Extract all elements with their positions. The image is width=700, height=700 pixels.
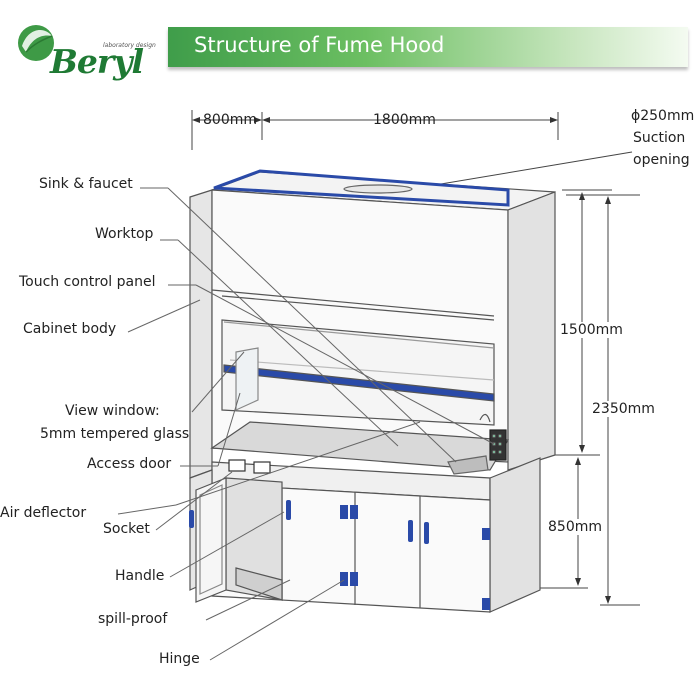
- label-sink-faucet: Sink & faucet: [39, 176, 133, 192]
- label-touch-control-panel: Touch control panel: [19, 274, 156, 290]
- total-height-dimension: 2350mm: [592, 401, 655, 417]
- page-title: Structure of Fume Hood: [194, 33, 445, 57]
- logo-wordmark: Beryl: [50, 42, 144, 81]
- suction-diameter: ϕ250mm: [631, 108, 695, 124]
- label-view-window-line2: 5mm tempered glass: [40, 426, 190, 442]
- label-spill-proof: spill-proof: [98, 611, 168, 627]
- label-cabinet-body: Cabinet body: [23, 321, 117, 337]
- lower-height-dimension: 850mm: [548, 519, 602, 535]
- leader-lines: [117, 187, 495, 661]
- beryl-logo: laboratory design Beryl: [14, 18, 164, 81]
- logo-leaf-icon: [18, 25, 54, 61]
- suction-label-1: Suction: [633, 130, 686, 146]
- label-worktop: Worktop: [95, 226, 154, 242]
- label-handle: Handle: [115, 568, 165, 584]
- title-banner: Structure of Fume Hood: [168, 27, 688, 67]
- upper-height-dimension: 1500mm: [560, 322, 623, 338]
- lower-cabinet: [189, 457, 541, 613]
- suction-label-2: opening: [633, 152, 690, 168]
- depth-dimension: 800mm: [203, 112, 257, 128]
- logo-tagline: laboratory design: [103, 42, 156, 49]
- width-dimension: 1800mm: [373, 112, 436, 128]
- label-air-deflector: Air deflector: [0, 505, 87, 521]
- label-access-door: Access door: [87, 456, 172, 472]
- label-hinge: Hinge: [159, 651, 200, 667]
- upper-hood: [189, 169, 556, 479]
- label-socket: Socket: [103, 521, 150, 537]
- label-view-window-line1: View window:: [65, 403, 160, 419]
